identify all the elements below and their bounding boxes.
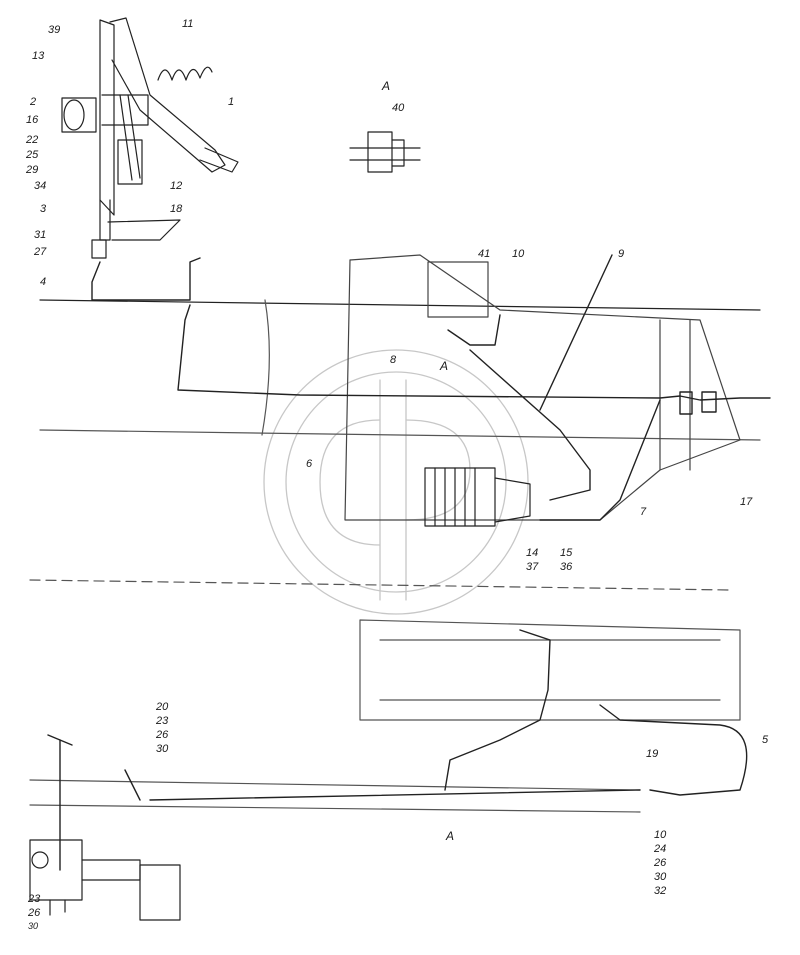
callout-22: 22 bbox=[26, 134, 39, 146]
frame-rail bbox=[39, 299, 761, 441]
callout-41: 41 bbox=[478, 248, 491, 260]
callout-10: 10 bbox=[512, 248, 525, 260]
clutch-booster bbox=[424, 467, 531, 527]
callout-34: 34 bbox=[34, 180, 47, 192]
callout-11: 11 bbox=[182, 18, 194, 30]
callout-23-26: 23 26 bbox=[28, 893, 41, 919]
gearbox-housing bbox=[344, 254, 741, 521]
callout-30-lower: 30 bbox=[28, 921, 39, 931]
view-marker-a-mid: A bbox=[440, 359, 449, 373]
callout-20-23-26-30: 20 23 26 30 bbox=[156, 701, 169, 755]
callout-9: 9 bbox=[618, 248, 625, 260]
callout-5: 5 bbox=[762, 734, 769, 746]
callout-7: 7 bbox=[640, 506, 647, 518]
callout-16: 16 bbox=[26, 114, 39, 126]
callout-19: 19 bbox=[646, 748, 659, 760]
callout-1: 1 bbox=[228, 96, 235, 108]
pedal-assembly-lower bbox=[29, 839, 181, 921]
view-marker-a-top: A bbox=[382, 79, 391, 93]
callout-27: 27 bbox=[34, 246, 47, 258]
callout-4: 4 bbox=[40, 276, 47, 288]
callout-25: 25 bbox=[26, 149, 39, 161]
view-marker-a-bottom: A bbox=[446, 829, 455, 843]
watermark-logo bbox=[263, 349, 529, 615]
callout-10-24-26-30-32: 10 24 26 30 32 bbox=[654, 829, 667, 897]
callout-8: 8 bbox=[390, 354, 397, 366]
hydraulic-lines-side bbox=[47, 629, 748, 871]
callout-31: 31 bbox=[34, 229, 47, 241]
callout-39: 39 bbox=[48, 24, 61, 36]
callout-2: 2 bbox=[30, 96, 37, 108]
callout-14-37: 14 37 bbox=[526, 547, 539, 573]
callout-29: 29 bbox=[26, 164, 39, 176]
callout-18: 18 bbox=[170, 203, 183, 215]
callout-3: 3 bbox=[40, 203, 47, 215]
callout-15-36: 15 36 bbox=[560, 547, 573, 573]
callout-17: 17 bbox=[740, 496, 753, 508]
clutch-pedal-assembly bbox=[61, 17, 239, 259]
section-view-a bbox=[349, 131, 421, 173]
callout-12: 12 bbox=[170, 180, 183, 192]
callout-6: 6 bbox=[306, 458, 313, 470]
callout-40: 40 bbox=[392, 102, 405, 114]
hydraulic-lines-top bbox=[91, 254, 771, 521]
frame-side-view bbox=[29, 579, 741, 813]
callout-13: 13 bbox=[32, 50, 45, 62]
